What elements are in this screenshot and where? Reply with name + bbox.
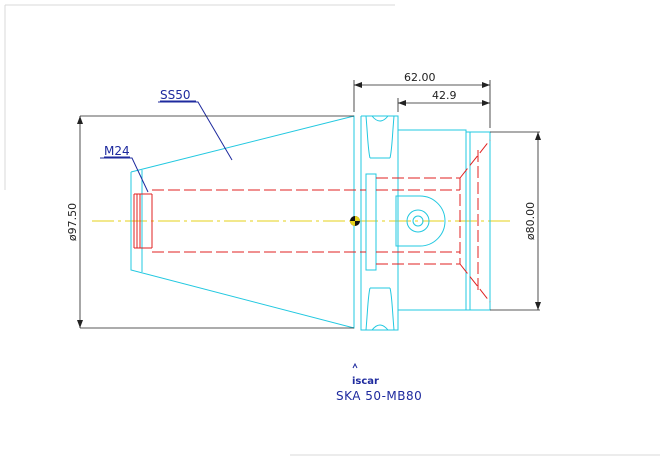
body-diameter-dimension: ø97.50 xyxy=(66,203,79,241)
drawing-frame xyxy=(4,4,660,456)
thread-region xyxy=(133,193,153,249)
face-diameter-dimension: ø80.00 xyxy=(524,202,537,240)
holder-outline xyxy=(130,115,491,331)
thread-label: M24 xyxy=(104,144,130,158)
overall-length-dimension: 62.00 xyxy=(404,71,436,84)
hidden-lines xyxy=(152,139,491,303)
leader-lines xyxy=(100,101,233,193)
gauge-point-marker xyxy=(350,216,360,226)
taper-label: SS50 xyxy=(160,88,191,102)
svg-text:iscar: iscar xyxy=(352,376,379,387)
part-number-caption: SKA 50-MB80 xyxy=(336,389,422,403)
dimension-arrows xyxy=(77,82,541,328)
dimension-lines xyxy=(79,80,540,329)
manufacturer-logo: iscar xyxy=(352,362,379,387)
flange-length-dimension: 42.9 xyxy=(432,89,457,102)
